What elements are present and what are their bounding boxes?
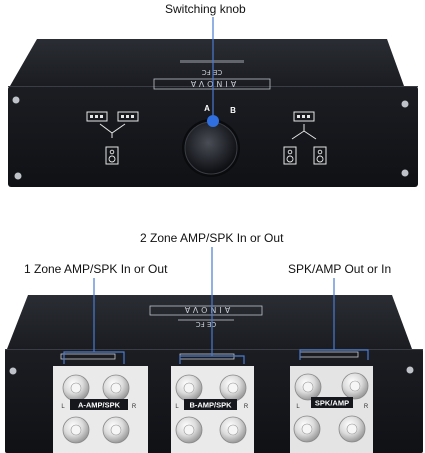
binding-post-icon[interactable] <box>175 374 203 402</box>
amplifier-icon <box>293 111 315 122</box>
screw-icon <box>406 366 414 374</box>
amplifier-icon <box>86 111 108 122</box>
spk-amp-callout: SPK/AMP Out or In <box>288 262 392 276</box>
binding-post-icon[interactable] <box>62 374 90 402</box>
selector-a-label: A <box>204 104 210 113</box>
zone2-callout: 2 Zone AMP/SPK In or Out <box>140 231 284 245</box>
back-unit-top <box>7 295 412 349</box>
screw-icon <box>401 100 409 108</box>
terminal-r-label: R <box>244 404 249 410</box>
zone1-callout: 1 Zone AMP/SPK In or Out <box>24 262 168 276</box>
zone1-callout-lines <box>63 278 125 364</box>
front-brand-text: AINOVA <box>188 79 236 88</box>
speaker-icon <box>105 146 119 165</box>
terminal-group-c: SPK/AMP L R <box>290 351 373 453</box>
switching-knob-callout: Switching knob <box>165 2 246 16</box>
back-cert-text: CE FC <box>196 320 217 328</box>
switching-knob[interactable] <box>182 115 240 177</box>
binding-post-icon[interactable] <box>62 416 90 444</box>
speaker-icon <box>283 146 297 165</box>
terminal-l-label: L <box>296 404 300 410</box>
binding-post-icon[interactable] <box>294 373 322 401</box>
terminal-l-label: L <box>175 404 179 410</box>
screw-icon <box>14 172 22 180</box>
binding-post-icon[interactable] <box>338 415 366 443</box>
terminal-l-label: L <box>61 404 65 410</box>
screw-icon <box>401 169 409 177</box>
back-unit: AINOVA CE FC <box>5 247 423 453</box>
terminal-r-label: R <box>132 404 137 410</box>
terminal-group-b: B-AMP/SPK L R <box>171 353 254 453</box>
binding-post-icon[interactable] <box>219 416 247 444</box>
front-cert-text: CE FC <box>202 68 223 76</box>
screw-icon <box>12 96 20 104</box>
binding-post-icon[interactable] <box>219 374 247 402</box>
speaker-icon <box>313 146 327 165</box>
amplifier-icon <box>117 111 139 122</box>
terminal-group-a: A-AMP/SPK L R <box>53 353 148 453</box>
knob-indicator-icon <box>207 115 219 127</box>
front-unit: AINOVA CE FC <box>8 17 418 187</box>
split-arrow-icon <box>291 124 317 140</box>
back-brand-text: AINOVA <box>182 305 230 314</box>
group-b-label: B-AMP/SPK <box>189 401 232 410</box>
binding-post-icon[interactable] <box>102 416 130 444</box>
binding-post-icon[interactable] <box>175 416 203 444</box>
terminal-r-label: R <box>364 404 369 410</box>
front-brand-plate: AINOVA CE FC <box>153 60 271 90</box>
selector-b-label: B <box>230 106 236 115</box>
binding-post-icon[interactable] <box>293 415 321 443</box>
zone2-bracket <box>179 355 245 364</box>
group-c-label: SPK/AMP <box>315 399 349 408</box>
back-brand-plate: AINOVA CE FC <box>149 305 263 328</box>
merge-arrow-icon <box>99 123 126 138</box>
group-a-label: A-AMP/SPK <box>78 401 121 410</box>
binding-post-icon[interactable] <box>341 372 369 400</box>
screw-icon <box>9 367 17 375</box>
spk-amp-callout-lines <box>299 278 369 360</box>
binding-post-icon[interactable] <box>102 374 130 402</box>
